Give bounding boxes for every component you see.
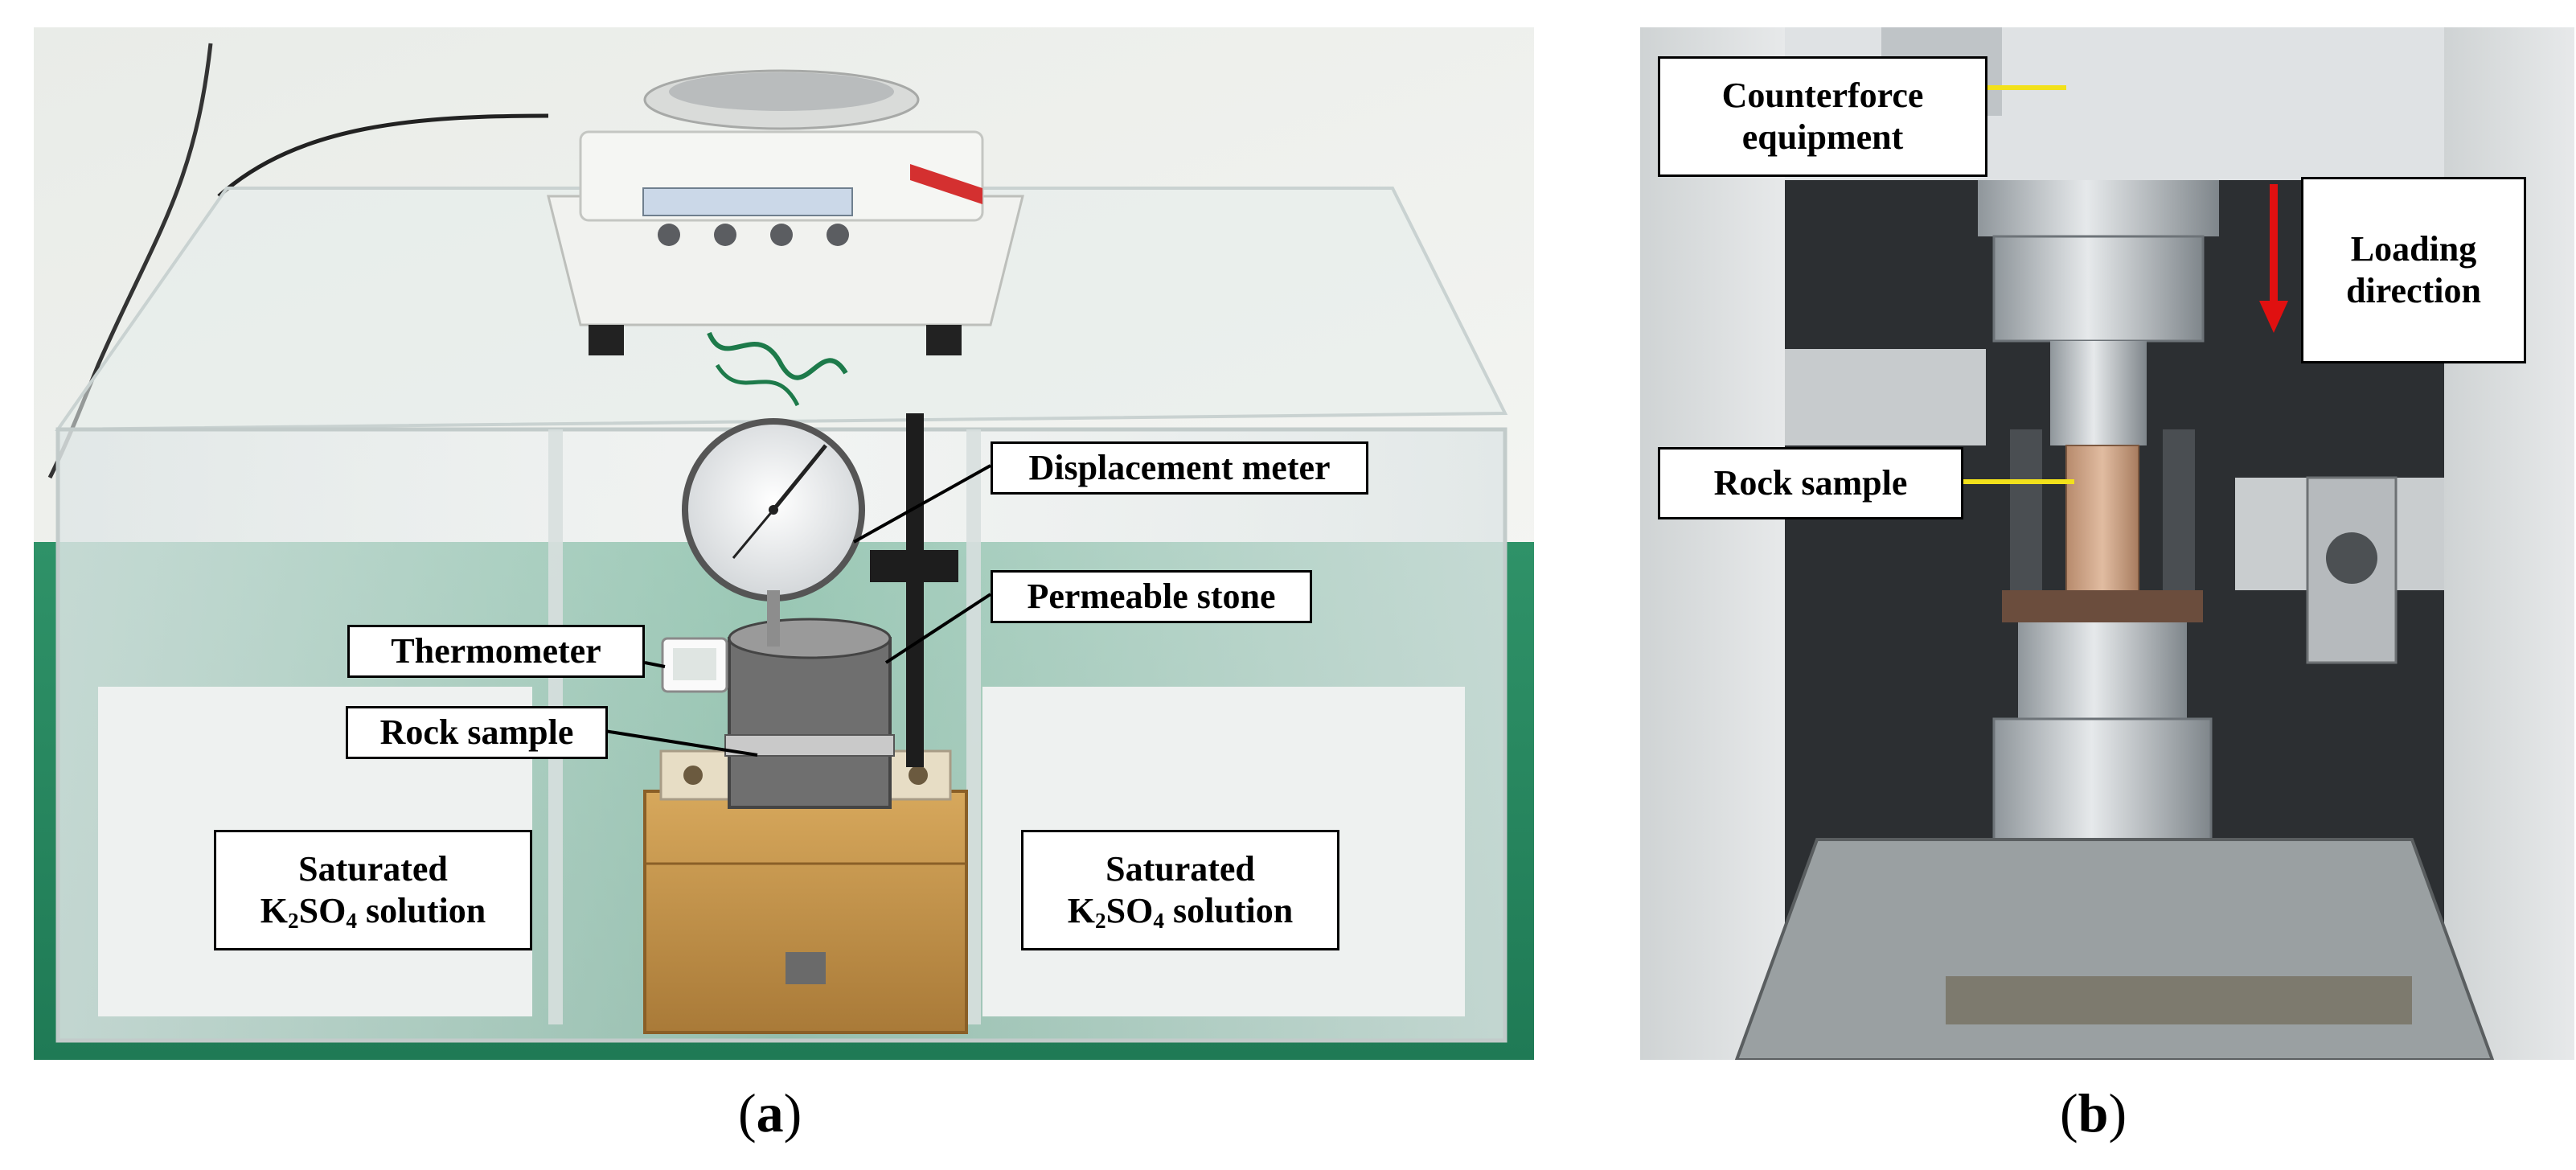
loading-arrow-head bbox=[2259, 301, 2288, 333]
caption-b: (b) bbox=[2060, 1082, 2127, 1143]
label-rock-sample-b: Rock sample bbox=[1658, 447, 1963, 519]
k2so4-solution-text-right: K2SO4 solution bbox=[1067, 891, 1294, 933]
k2so4-solution-text-left: K2SO4 solution bbox=[260, 891, 486, 933]
displacement-meter-leader bbox=[853, 464, 991, 544]
label-counterforce-equipment: Counterforce equipment bbox=[1658, 56, 1987, 177]
thermometer-leader bbox=[644, 661, 666, 668]
photo-panel-a: Displacement meter Permeable stone Therm… bbox=[34, 27, 1534, 1060]
rock-sample-leader-a bbox=[604, 729, 758, 757]
label-saturated-solution-right: Saturated K2SO4 solution bbox=[1021, 830, 1339, 950]
label-thermometer: Thermometer bbox=[347, 625, 645, 678]
label-displacement-meter: Displacement meter bbox=[991, 441, 1368, 495]
label-rock-sample-a: Rock sample bbox=[346, 706, 608, 759]
permeable-stone-leader bbox=[884, 593, 992, 664]
label-saturated-solution-left: Saturated K2SO4 solution bbox=[214, 830, 532, 950]
label-loading-direction: Loading direction bbox=[2301, 177, 2526, 363]
photo-panel-b: Counterforce equipment Loading direction… bbox=[1640, 27, 2574, 1060]
caption-a: (a) bbox=[738, 1082, 802, 1143]
label-permeable-stone: Permeable stone bbox=[991, 570, 1312, 623]
